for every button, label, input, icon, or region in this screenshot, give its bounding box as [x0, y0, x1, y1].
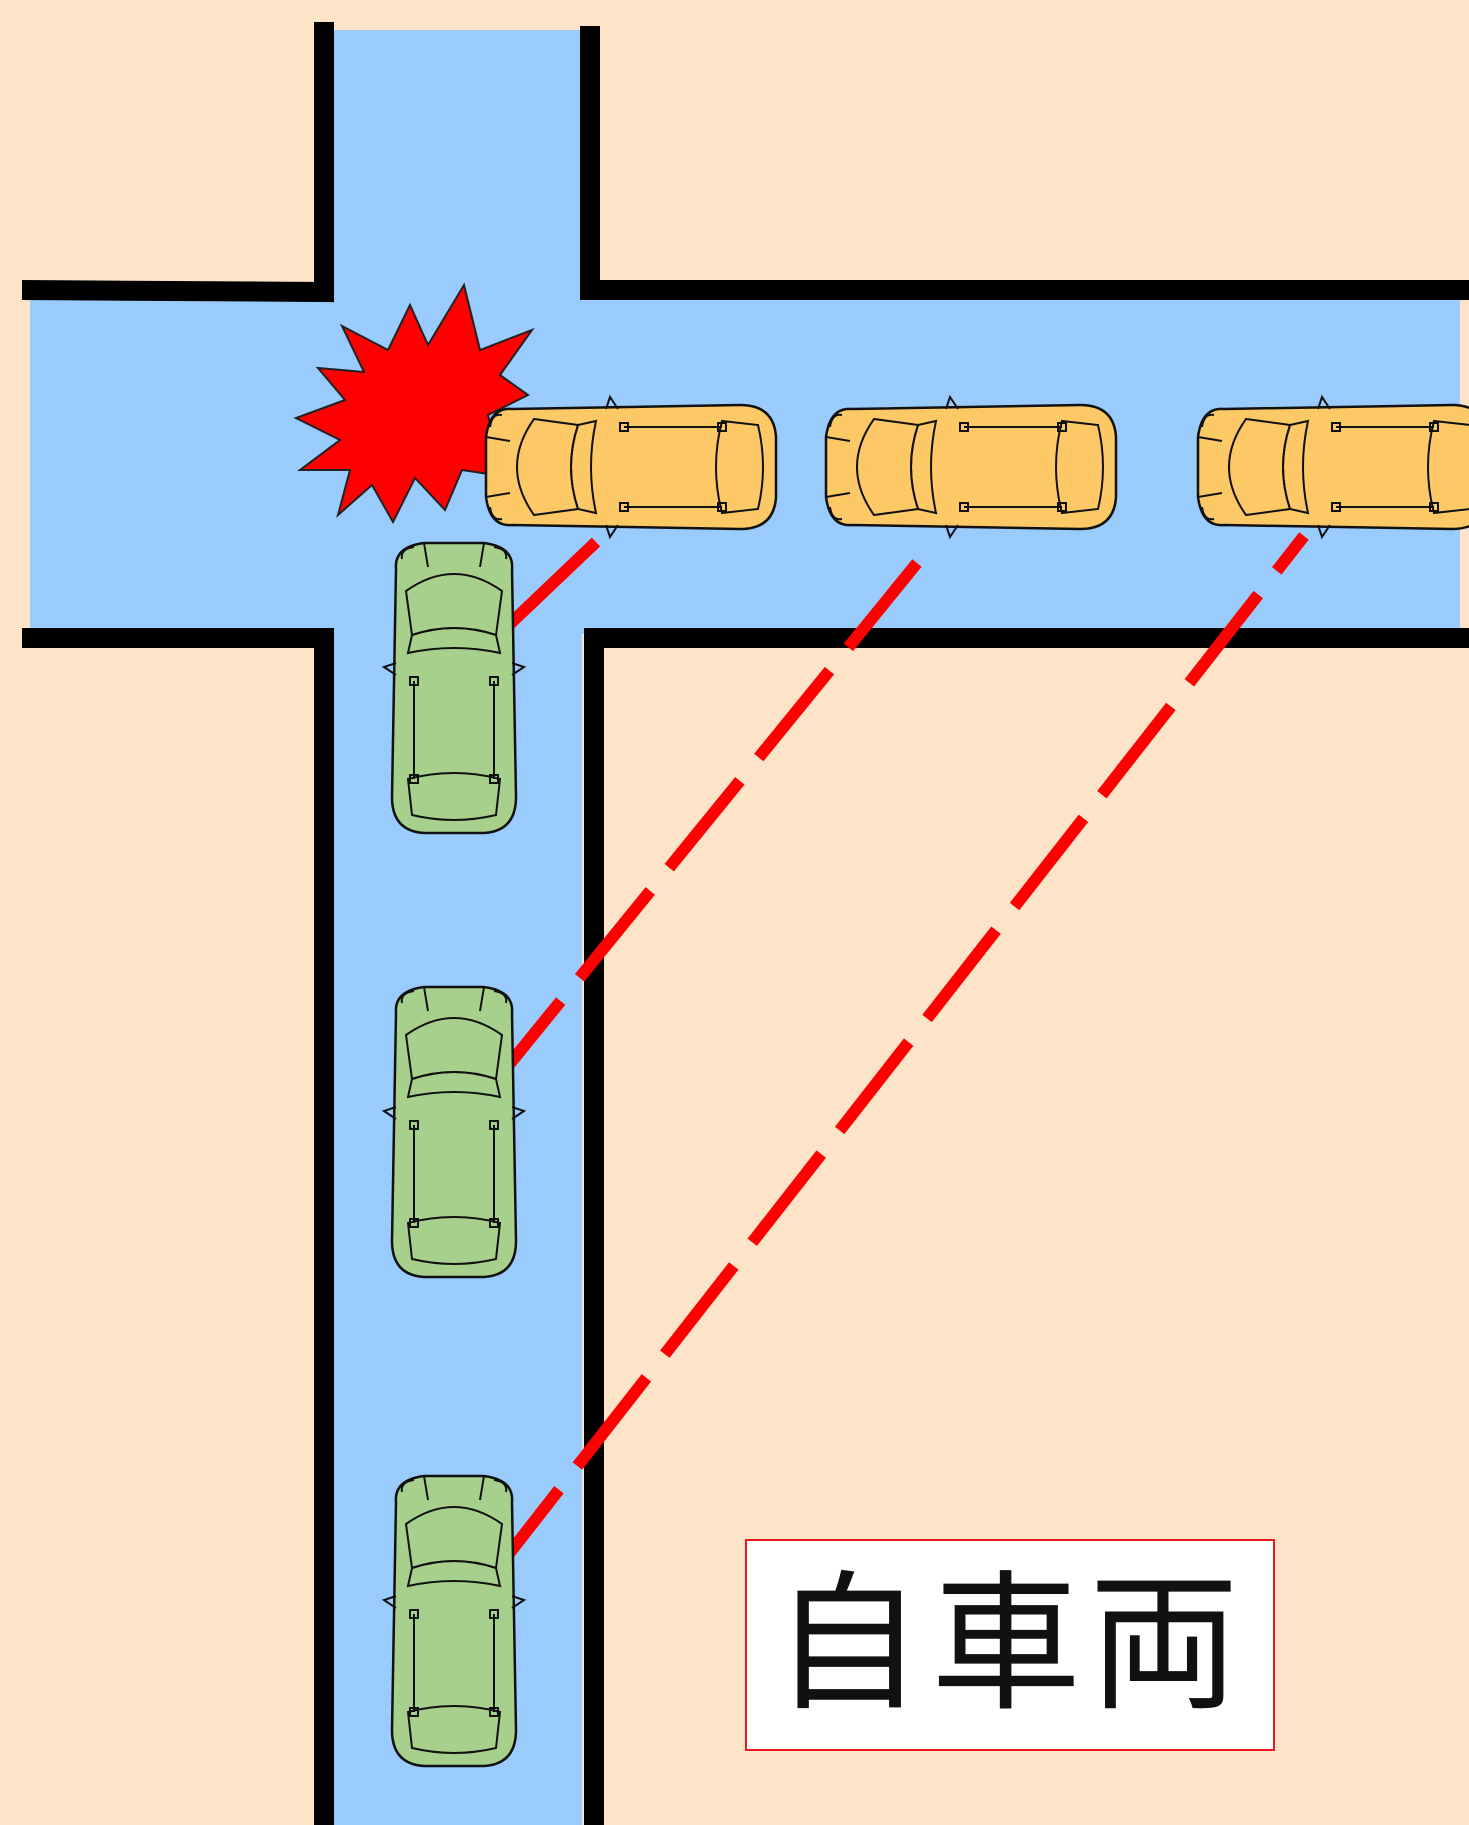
own-vehicle-3 [382, 1474, 526, 1768]
sightline-2 [485, 559, 922, 1092]
sightline-3 [485, 532, 1309, 1582]
own-vehicle-label-box: 自車両 [745, 1539, 1275, 1751]
own-vehicle-1 [382, 541, 526, 835]
other-vehicle-2 [824, 395, 1118, 539]
car-icon [1196, 395, 1469, 539]
own-vehicle-label: 自車両 [772, 1558, 1247, 1732]
car-icon [382, 985, 526, 1279]
collision-burst-icon [293, 282, 535, 525]
car-icon [824, 395, 1118, 539]
car-icon [382, 1474, 526, 1768]
own-vehicle-2 [382, 985, 526, 1279]
road-edges [21, 22, 1469, 1825]
sightlines [485, 532, 1309, 1582]
car-icon [484, 395, 778, 539]
other-vehicle-3 [1196, 395, 1469, 539]
other-vehicle-1 [484, 395, 778, 539]
car-icon [382, 541, 526, 835]
